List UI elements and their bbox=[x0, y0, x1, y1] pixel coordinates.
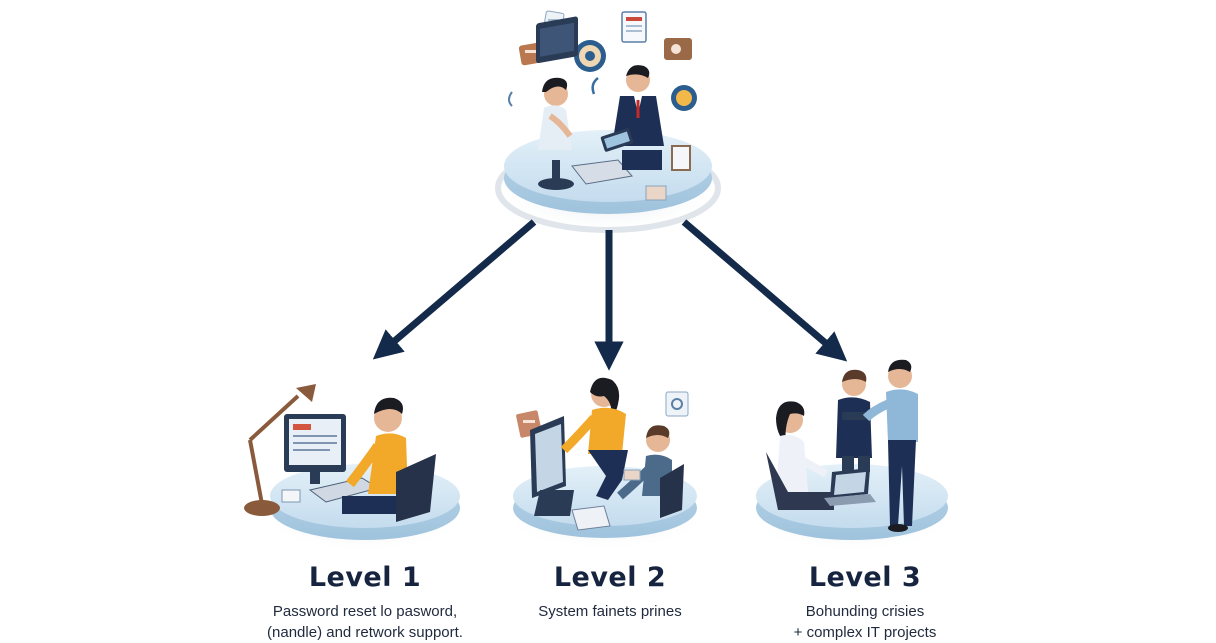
level-3-laptop-icon bbox=[824, 468, 876, 506]
level-1-description-line-1: Password reset lo pasword, bbox=[272, 603, 458, 620]
level-2-monitor bbox=[530, 416, 574, 516]
level-3-description: Bohunding crisies + complex IT projects bbox=[745, 601, 985, 643]
level-2-description: System fainets prines bbox=[500, 601, 720, 622]
level-2-settings-icon bbox=[665, 391, 689, 417]
level-1-agent bbox=[342, 397, 436, 522]
top-desk-items bbox=[645, 145, 691, 201]
level-1-title: Level 1 bbox=[308, 562, 422, 593]
level-1-description-line-2: (nandle) and retwork support. bbox=[267, 624, 463, 641]
arrow-to-level-1 bbox=[372, 219, 537, 360]
level-3-title: Level 3 bbox=[808, 562, 922, 593]
level-3-description-line-2: + complex IT projects bbox=[793, 624, 937, 641]
computer-monitor-icon bbox=[284, 414, 346, 484]
level-2-man bbox=[617, 425, 684, 518]
arrow-to-level-3 bbox=[681, 219, 848, 362]
top-man-with-tablet bbox=[600, 65, 664, 170]
level-3-standing-man-left bbox=[836, 369, 872, 472]
level-3-seated-woman bbox=[766, 401, 834, 510]
level-2-title: Level 2 bbox=[553, 562, 667, 593]
report-icon bbox=[621, 11, 647, 43]
link-icon bbox=[508, 77, 599, 107]
level-2-keyboard-icon bbox=[571, 505, 611, 531]
level-2-caption: Level 2 System fainets prines bbox=[500, 562, 720, 622]
level-2-description-line-1: System fainets prines bbox=[538, 603, 682, 620]
sticky-note-icon bbox=[281, 489, 301, 503]
toggle-icon bbox=[664, 38, 692, 60]
level-3-caption: Level 3 Bohunding crisies + complex IT p… bbox=[745, 562, 985, 643]
level-1-caption: Level 1 Password reset lo pasword, (nand… bbox=[230, 562, 500, 643]
level-2-woman bbox=[560, 377, 628, 500]
level-2-notepad-icon bbox=[623, 469, 641, 481]
level-1-description: Password reset lo pasword, (nandle) and … bbox=[230, 601, 500, 643]
level-3-description-line-1: Bohunding crisies bbox=[805, 603, 925, 620]
settings-icon bbox=[574, 40, 606, 72]
level-3-standing-man-right bbox=[862, 359, 918, 532]
top-woman-at-computer bbox=[536, 16, 633, 190]
desk-lamp-icon bbox=[244, 384, 316, 516]
lightbulb-icon bbox=[671, 85, 697, 111]
